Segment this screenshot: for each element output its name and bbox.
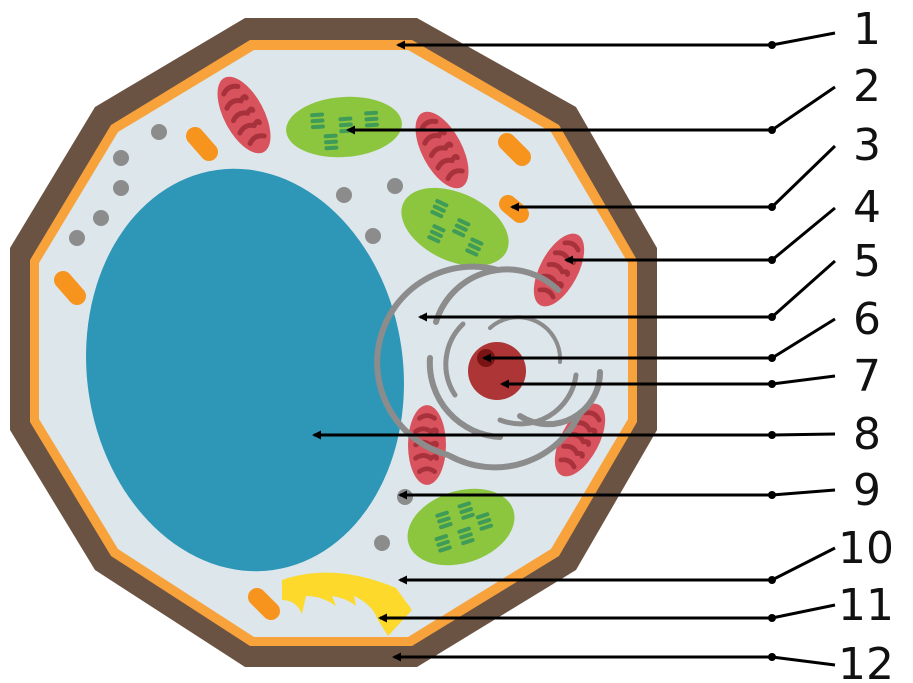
leader-dots — [768, 41, 776, 661]
label-4: 4 — [853, 182, 881, 233]
label-3: 3 — [853, 120, 881, 171]
label-8: 8 — [853, 409, 881, 460]
label-11: 11 — [838, 580, 894, 631]
label-2: 2 — [853, 61, 881, 112]
label-7: 7 — [853, 351, 881, 402]
label-9: 9 — [853, 465, 881, 516]
nucleus — [468, 342, 526, 400]
label-5: 5 — [853, 236, 881, 287]
label-6: 6 — [853, 294, 881, 345]
label-1: 1 — [853, 4, 881, 55]
label-12: 12 — [838, 639, 894, 683]
number-labels: 1 2 3 4 5 6 7 8 9 10 11 12 — [838, 4, 894, 683]
label-10: 10 — [838, 523, 894, 574]
